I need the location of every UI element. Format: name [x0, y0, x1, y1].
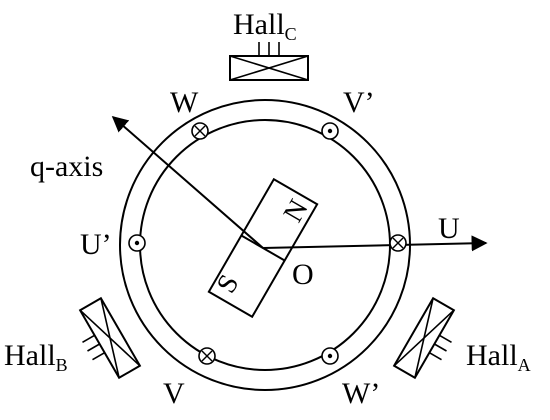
u-prime-label: U’	[80, 228, 112, 261]
w-label: W	[170, 86, 199, 119]
v-prime-label: V’	[343, 86, 375, 119]
v-label: V	[163, 377, 185, 410]
conductor-w-prime	[321, 347, 339, 365]
conductor-v-prime	[321, 122, 339, 140]
south-pole-label: S	[211, 269, 246, 298]
w-prime-label: W’	[342, 377, 380, 410]
hall-sensor-c	[229, 42, 309, 81]
conductor-w	[191, 122, 209, 140]
hall-sensor-a	[392, 296, 456, 380]
conductor-u-prime	[128, 234, 146, 252]
conductor-u	[389, 234, 407, 252]
hall-a-label: HallA	[466, 339, 531, 375]
u-label: U	[438, 212, 460, 245]
hall-sensor-b	[78, 296, 142, 380]
q-axis-arrow	[111, 115, 264, 249]
hall-b-label: HallB	[4, 339, 68, 375]
conductor-v	[198, 347, 216, 365]
hall-c-label: HallC	[233, 8, 297, 44]
origin-label: O	[292, 258, 314, 291]
u-axis-arrow	[262, 235, 488, 252]
q-axis-label: q-axis	[30, 150, 103, 183]
